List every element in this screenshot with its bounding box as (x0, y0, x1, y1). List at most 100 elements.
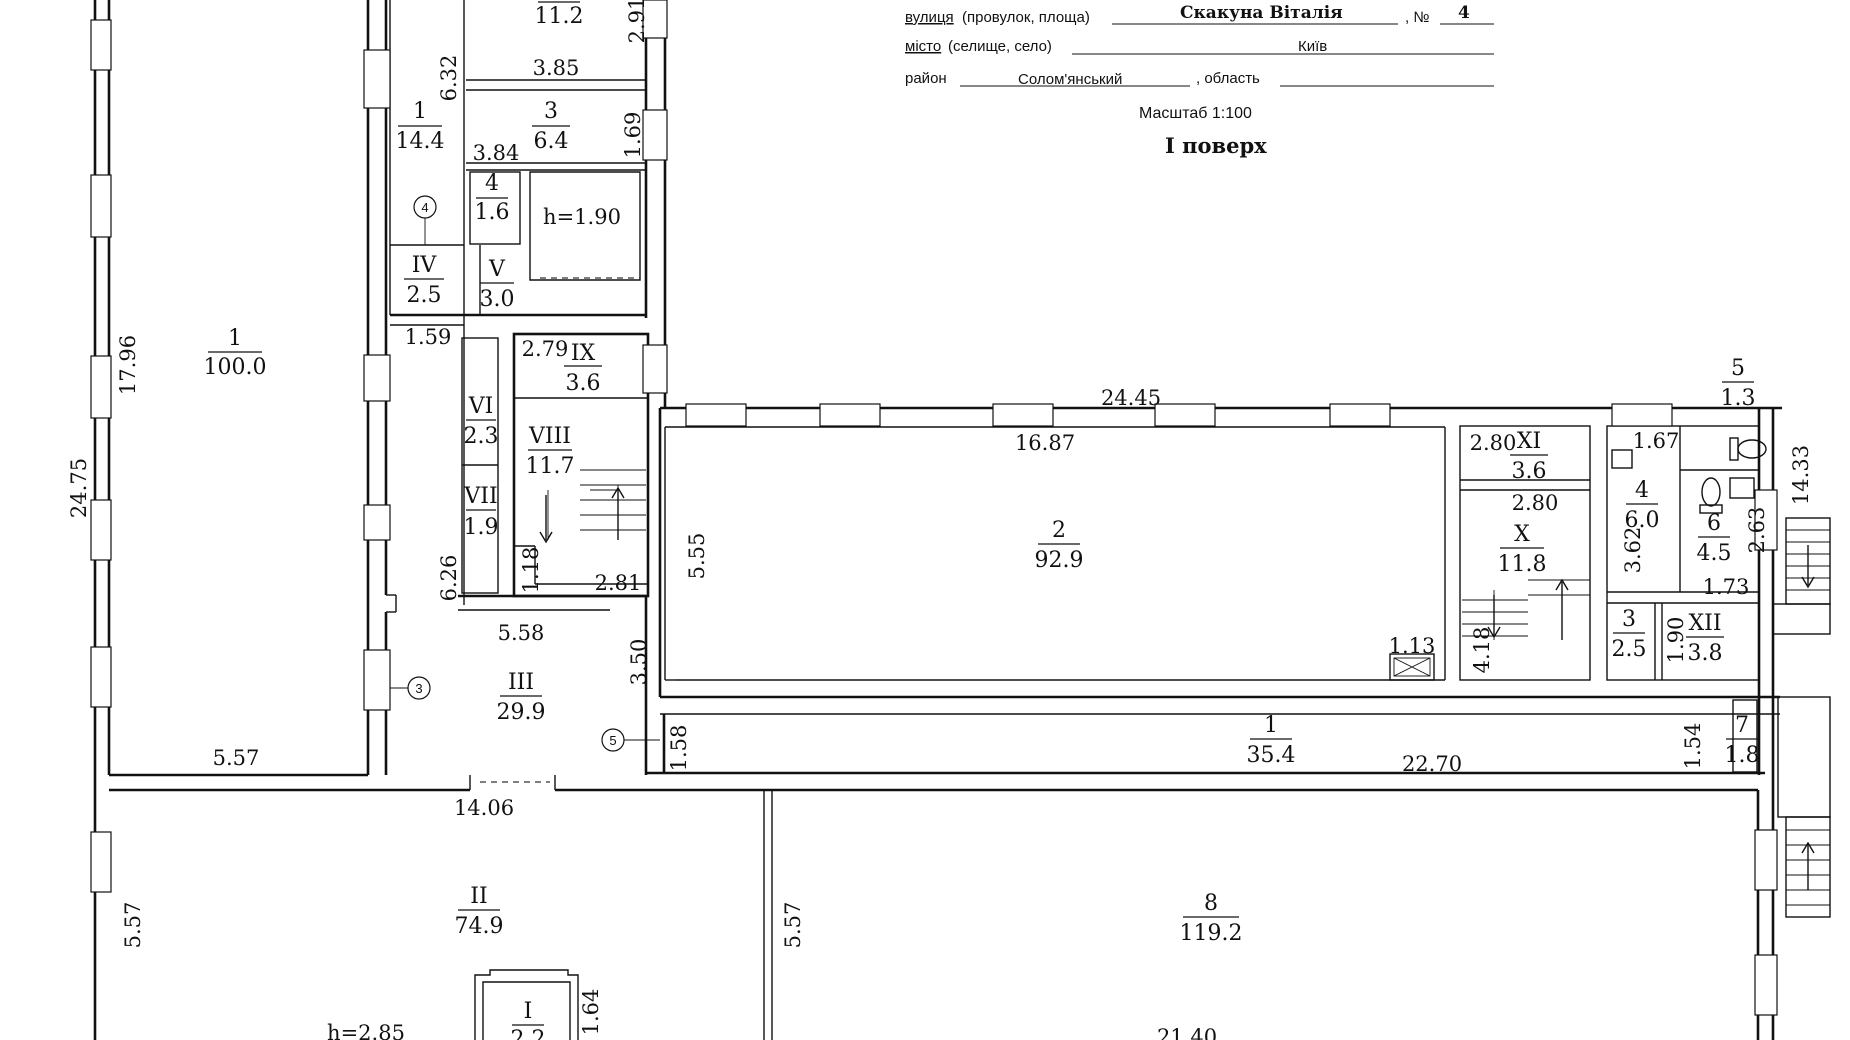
room-number: 7 (1735, 713, 1749, 738)
dimension: 5.58 (498, 621, 545, 645)
room-number: 1 (1264, 713, 1278, 738)
dimension: 1.73 (1703, 575, 1750, 599)
street-label: вулиця (905, 9, 954, 26)
room-label: 3 6.4 (532, 99, 570, 154)
dimension: 1.69 (621, 112, 645, 159)
room-area: 2.3 (464, 424, 499, 449)
room-number: XII (1688, 611, 1721, 636)
room-number: II (470, 884, 487, 909)
room-number: 4 (1635, 478, 1649, 503)
svg-text:4: 4 (421, 200, 428, 215)
room-label: 7 1.8 (1725, 713, 1760, 768)
number-value: 4 (1458, 3, 1470, 23)
stair-arrow-icon (539, 486, 1815, 890)
room-label: 4 6.0 (1625, 478, 1660, 533)
room-area: 6.4 (534, 129, 569, 154)
room-area: 6.0 (1625, 508, 1660, 533)
dimension: 3.84 (473, 141, 520, 165)
marker-3: 3 (390, 676, 431, 700)
dimension: 1.90 (1664, 617, 1688, 664)
marker-4: 4 (413, 195, 437, 245)
room-label: 11.2 (535, 1, 584, 29)
room-area: 11.8 (1498, 552, 1547, 577)
dimension: 24.75 (67, 458, 91, 518)
room-number: X (1514, 522, 1530, 547)
windows (90, 0, 1778, 1016)
room-area: 11.7 (526, 454, 575, 479)
room-label: I 2.2 (511, 999, 546, 1040)
dimension: 6.26 (437, 555, 461, 602)
room-label: VII 1.9 (463, 484, 498, 540)
marker-5: 5 (601, 728, 660, 752)
dimension: 1.58 (667, 725, 691, 772)
room-label: 6 4.5 (1697, 511, 1732, 566)
dimension: 1.13 (1389, 634, 1436, 658)
city-value: Київ (1298, 38, 1327, 55)
dimension: h=2.85 (327, 1021, 405, 1040)
dimension: 2.81 (595, 571, 642, 595)
dimension: 24.45 (1101, 386, 1161, 410)
room-number: 1 (413, 99, 427, 124)
dimension: 4.18 (1470, 627, 1494, 674)
room-number: V (488, 257, 506, 282)
room-label: II 74.9 (455, 884, 504, 939)
room-number: VII (463, 484, 497, 509)
room-number: 6 (1707, 511, 1721, 536)
room-area: 11.2 (535, 4, 584, 29)
room-area: 1.6 (475, 200, 510, 225)
dimension: 2.80 (1470, 431, 1517, 455)
room-label: VI 2.3 (464, 394, 499, 449)
room-area: 1.3 (1721, 386, 1756, 411)
room-label: 1 35.4 (1247, 713, 1296, 768)
room-label: 2 92.9 (1035, 518, 1084, 573)
dimension: 1.59 (405, 325, 452, 349)
dimension: 5.57 (781, 902, 805, 949)
room-area: 3.0 (480, 287, 515, 312)
room-area: 74.9 (455, 914, 504, 939)
room-area: 2.2 (511, 1027, 546, 1040)
street-value: Скакуна Віталія (1180, 3, 1343, 23)
toilet-icon (1729, 437, 1767, 461)
dimension: 5.55 (685, 533, 709, 580)
scale-label: Масштаб 1:100 (1139, 105, 1252, 122)
room-number: VI (468, 394, 494, 419)
dimension: 1.67 (1633, 429, 1680, 453)
dimension: 2.80 (1512, 491, 1559, 515)
room-label: X 11.8 (1498, 522, 1547, 577)
room-number: XI (1517, 429, 1541, 454)
toilet-icon (1699, 477, 1723, 514)
dimension: 5.57 (213, 746, 260, 770)
room-area: 3.6 (566, 371, 601, 396)
room-area: 29.9 (497, 700, 546, 725)
dimension: 3.62 (1621, 527, 1645, 574)
region-label: , область (1196, 70, 1260, 87)
dimension: 5.57 (121, 902, 145, 949)
room-area: 92.9 (1035, 548, 1084, 573)
sink-icon (1611, 449, 1755, 499)
room-area: 4.5 (1697, 541, 1732, 566)
exterior-stairs (1772, 517, 1831, 918)
room-area: 3.6 (1512, 459, 1547, 484)
section-markers: 4 3 5 (390, 195, 660, 752)
room-number: 8 (1204, 891, 1218, 916)
walls (93, 0, 1782, 1040)
room-area: 100.0 (204, 355, 267, 380)
dimension: 2.63 (1745, 507, 1769, 554)
room-number: 2 (1052, 518, 1066, 543)
room-area: 2.5 (1612, 637, 1647, 662)
room-label: IX 3.6 (564, 341, 602, 396)
dimension: 17.96 (116, 335, 140, 395)
room-number: 3 (544, 99, 558, 124)
room-label: IV 2.5 (404, 253, 444, 308)
dimension: 3.50 (627, 639, 651, 686)
room-label: XII 3.8 (1686, 611, 1724, 666)
street-hint: (провулок, площа) (962, 9, 1090, 26)
room-label: XI 3.6 (1510, 429, 1548, 484)
dimension: 1.64 (579, 989, 603, 1036)
room-number: 4 (485, 171, 499, 196)
room-number: 3 (1622, 607, 1636, 632)
address-block: вулиця (провулок, площа) Скакуна Віталія… (905, 3, 1494, 158)
room-labels: 11.2 1 14.4 3 6.4 4 1.6 IV 2.5 V 3.0 1 (204, 1, 1760, 1040)
room-label: 1 100.0 (204, 326, 267, 380)
